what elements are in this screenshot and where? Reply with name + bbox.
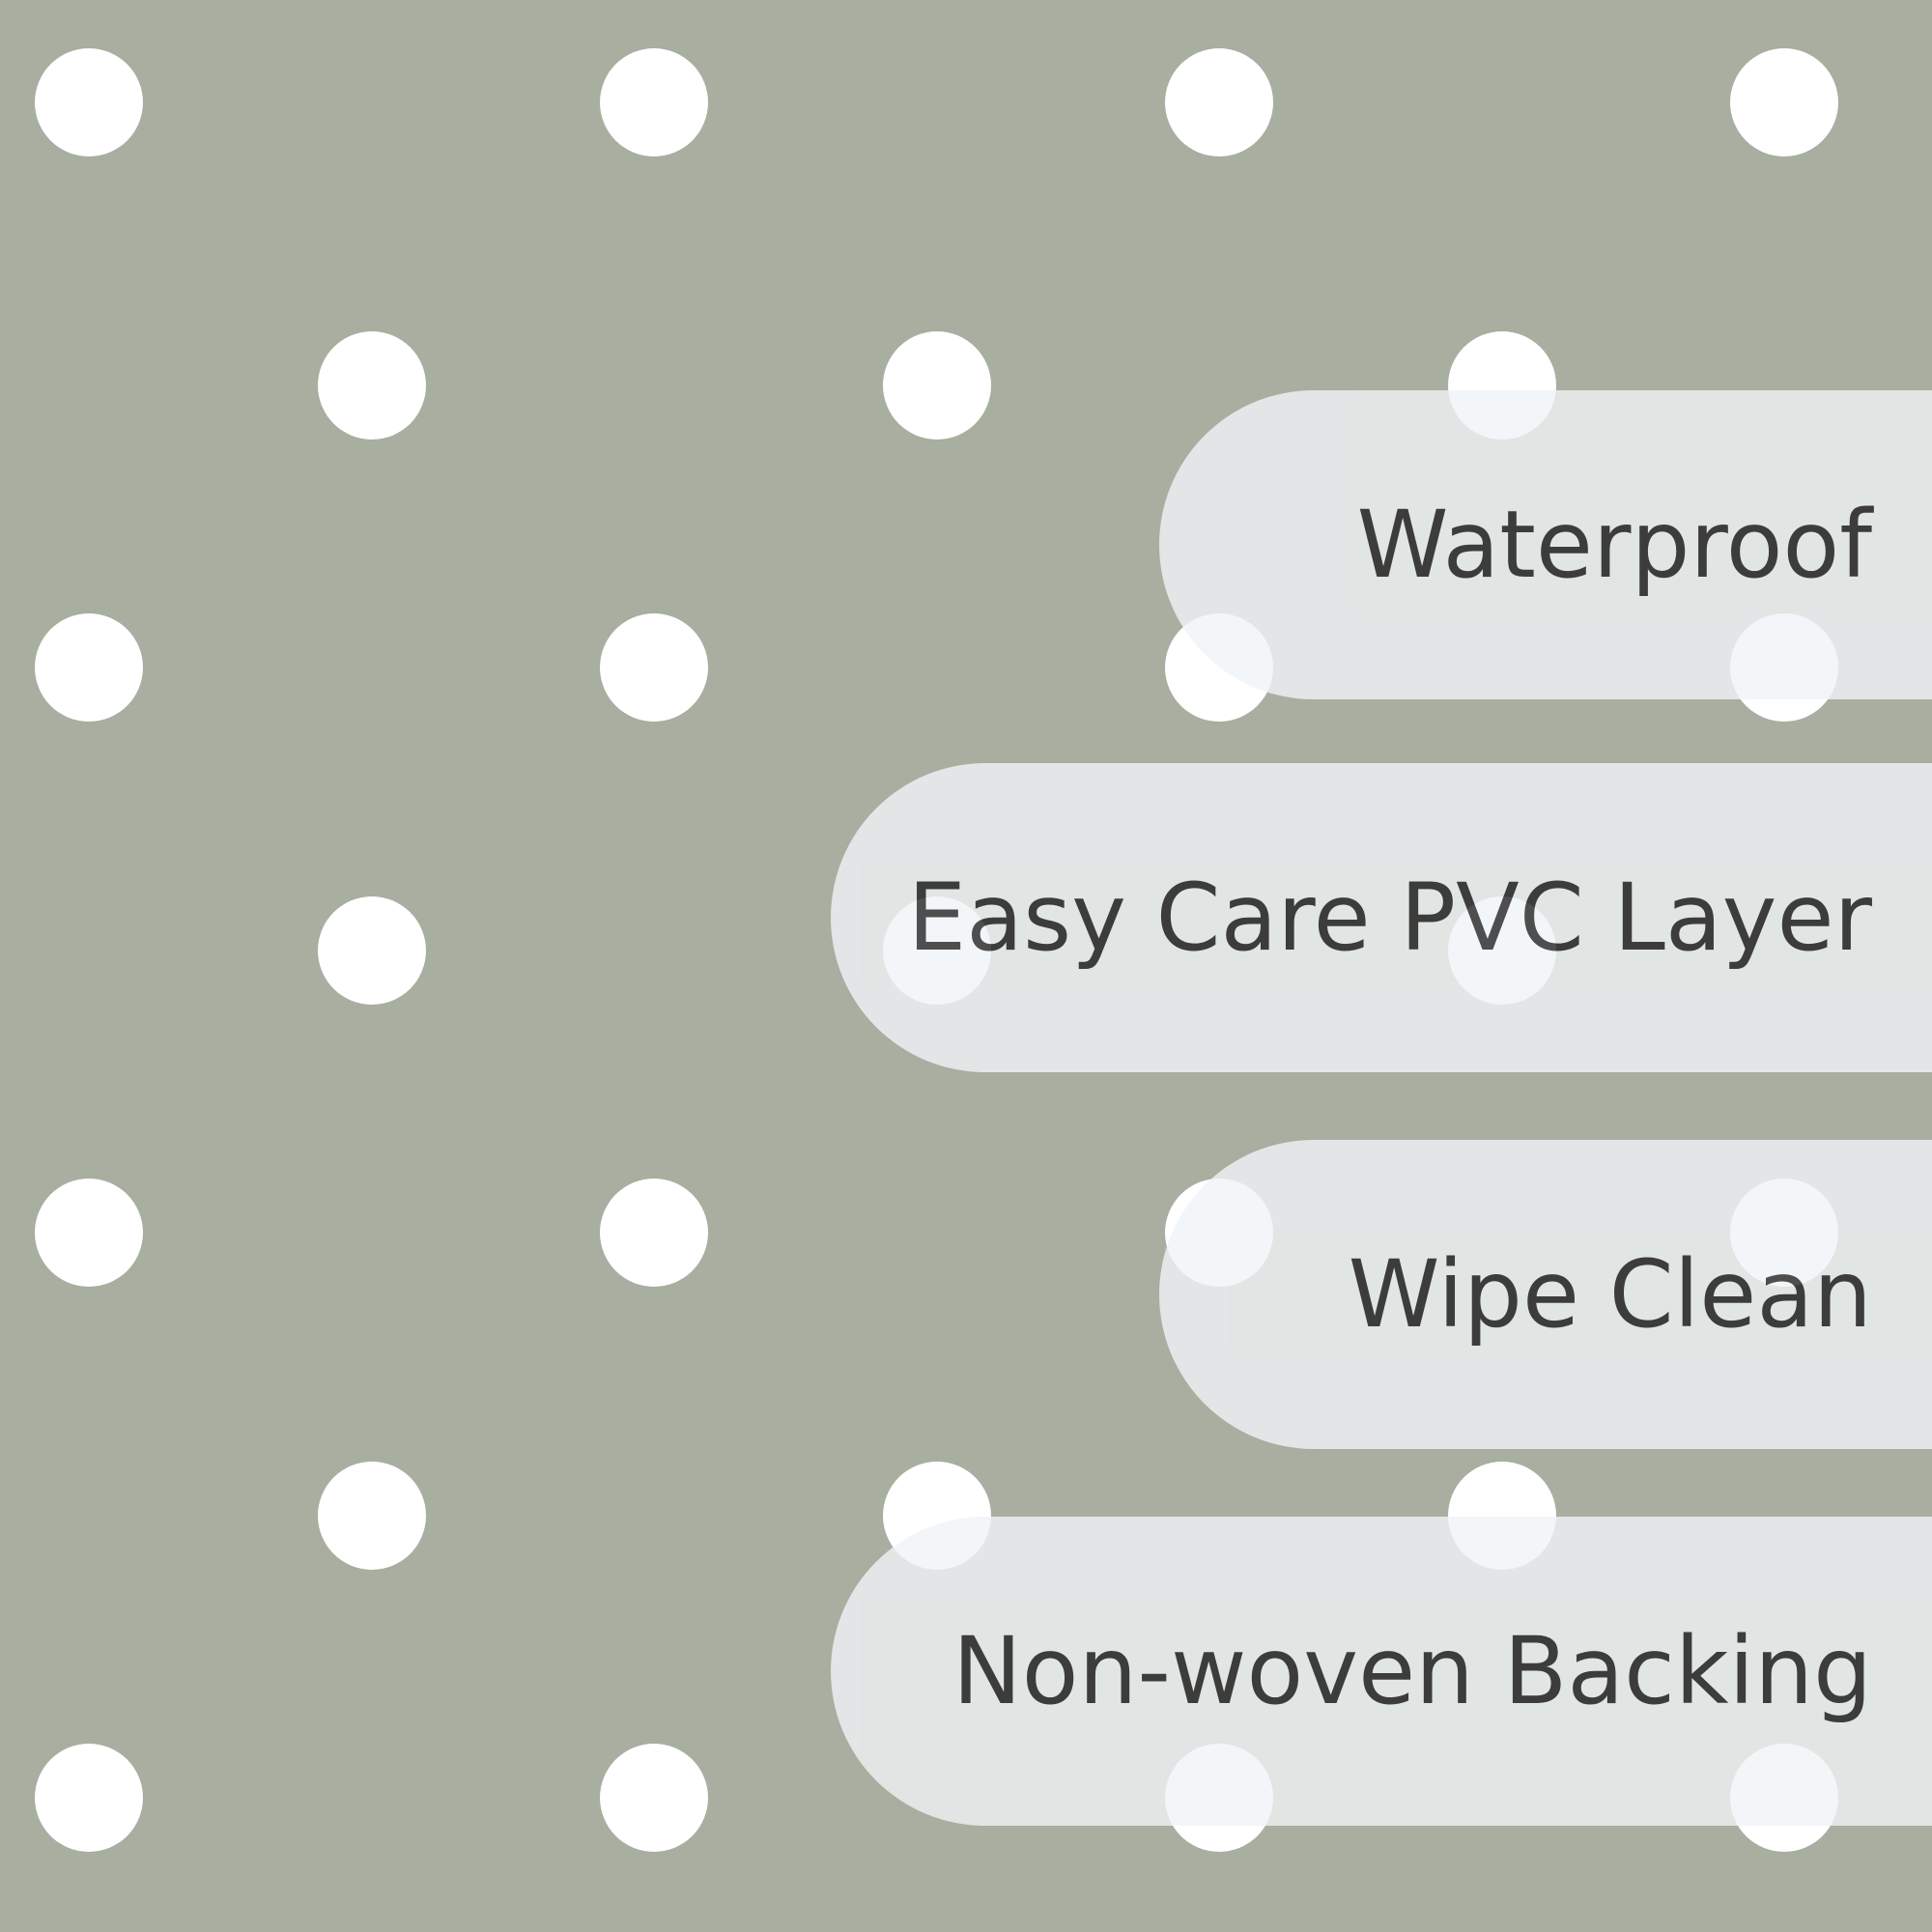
polka-dot [1730,48,1838,156]
feature-label: Waterproof [1356,491,1872,599]
feature-pill-non-woven-backing: Non-woven Backing [831,1517,1932,1826]
polka-dot [35,613,143,722]
polka-dot [317,895,426,1005]
polka-dot [35,1744,143,1852]
polka-dot [882,330,991,440]
feature-pill-wipe-clean: Wipe Clean [1159,1140,1932,1449]
feature-label: Non-woven Backing [952,1617,1872,1725]
polka-dot [600,48,708,156]
polka-dot [35,1179,143,1287]
polka-dot [1165,48,1273,156]
feature-label: Wipe Clean [1348,1240,1872,1349]
polka-dot [600,613,708,722]
polka-dot [600,1179,708,1287]
feature-pill-waterproof: Waterproof [1159,390,1932,699]
feature-pill-easy-care-pvc-layer: Easy Care PVC Layer [831,763,1932,1072]
polka-dot [600,1744,708,1852]
polka-dot [317,1461,426,1570]
feature-label: Easy Care PVC Layer [907,864,1872,972]
polka-dot [35,48,143,156]
polka-dot [317,330,426,440]
